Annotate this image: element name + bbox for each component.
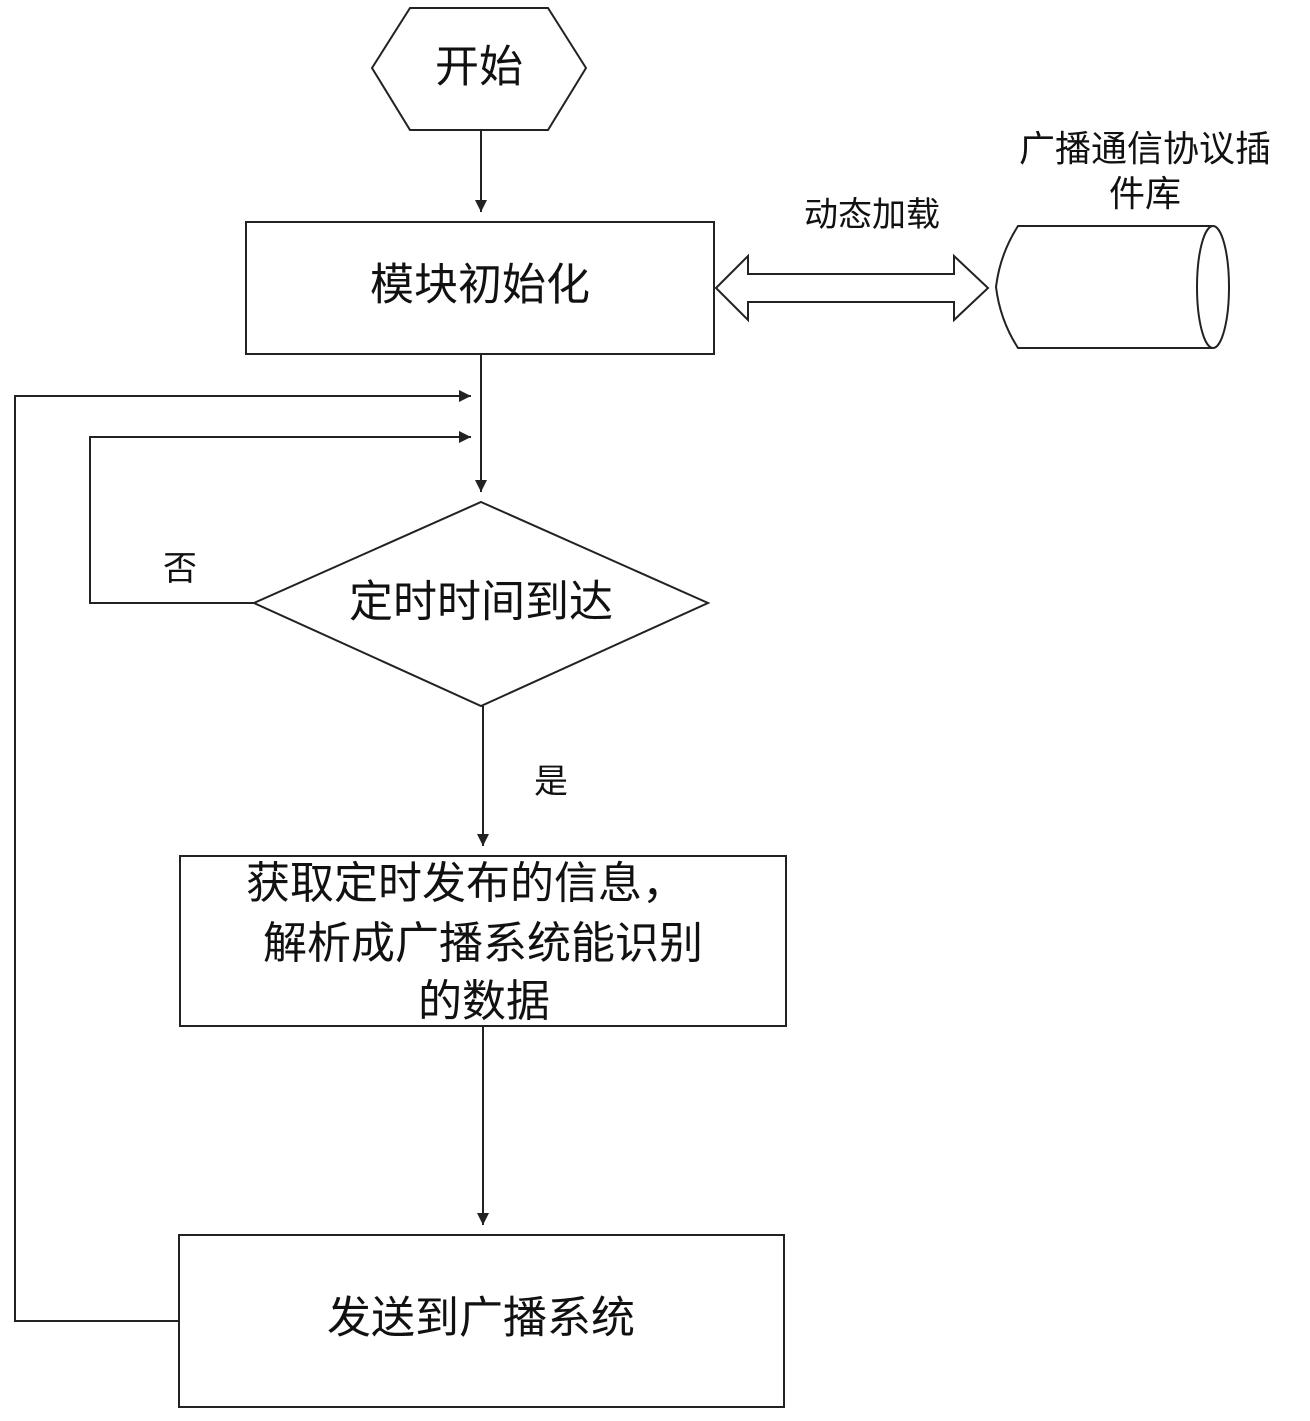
start-label: 开始 [435, 42, 523, 93]
send-label: 发送到广播系统 [327, 1293, 635, 1344]
process-label-line2: 解析成广播系统能识别 [263, 918, 703, 969]
dynamic-load-label: 动态加载 [804, 195, 940, 235]
init-node: 模块初始化 [245, 221, 715, 355]
process-node: 获取定时发布的信息， 解析成广播系统能识别 的数据 [179, 855, 787, 1027]
plugin-library-label-line1: 广播通信协议插 [1019, 129, 1271, 170]
decision-label: 定时时间到达 [349, 577, 613, 628]
yes-label: 是 [534, 762, 568, 802]
no-label: 否 [163, 549, 197, 589]
decision-node: 定时时间到达 [251, 500, 711, 708]
arrow-loop-back [14, 390, 471, 1322]
send-node: 发送到广播系统 [178, 1234, 785, 1408]
process-label-line1: 获取定时发布的信息， [246, 858, 686, 909]
dynamic-load-arrow [714, 253, 990, 323]
arrow-no-loop [89, 431, 471, 604]
plugin-library-node [994, 225, 1230, 349]
init-label: 模块初始化 [370, 260, 590, 311]
start-node: 开始 [370, 7, 588, 131]
plugin-library-label-line2: 件库 [1109, 174, 1181, 215]
process-label-line3: 的数据 [418, 976, 550, 1027]
